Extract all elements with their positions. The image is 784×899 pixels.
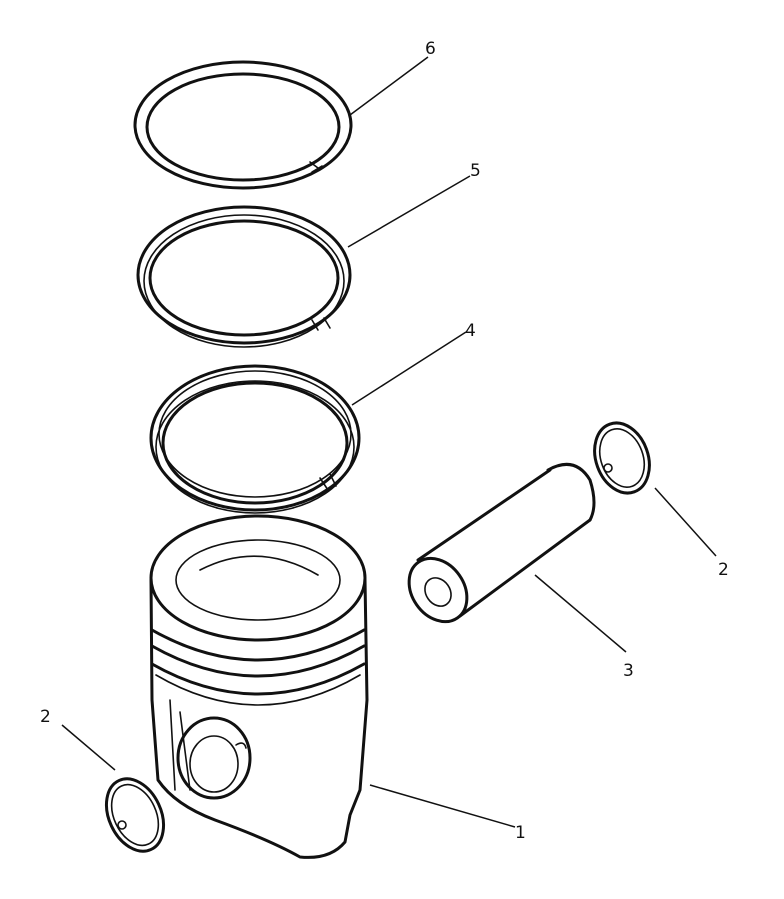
callout-3: 3 xyxy=(534,574,634,681)
callout-2-left-label: 2 xyxy=(40,707,51,727)
callout-4-label: 4 xyxy=(465,321,476,341)
second-compression-ring xyxy=(136,205,352,348)
callout-2-right: 2 xyxy=(654,487,729,580)
circlip-right xyxy=(593,421,651,495)
callout-5-label: 5 xyxy=(470,161,481,181)
callout-6: 6 xyxy=(349,39,436,116)
callout-3-label: 3 xyxy=(623,661,634,681)
top-compression-ring xyxy=(133,60,353,190)
callout-1-label: 1 xyxy=(515,823,526,843)
piston-pin xyxy=(407,462,596,624)
callout-2-right-label: 2 xyxy=(718,560,729,580)
circlip-left xyxy=(104,777,166,853)
callout-2-left: 2 xyxy=(40,707,116,771)
piston xyxy=(149,514,369,859)
callout-4: 4 xyxy=(351,321,476,406)
oil-control-ring xyxy=(149,364,361,514)
callout-1: 1 xyxy=(369,784,526,843)
callout-6-label: 6 xyxy=(425,39,436,59)
callout-5: 5 xyxy=(347,161,481,248)
